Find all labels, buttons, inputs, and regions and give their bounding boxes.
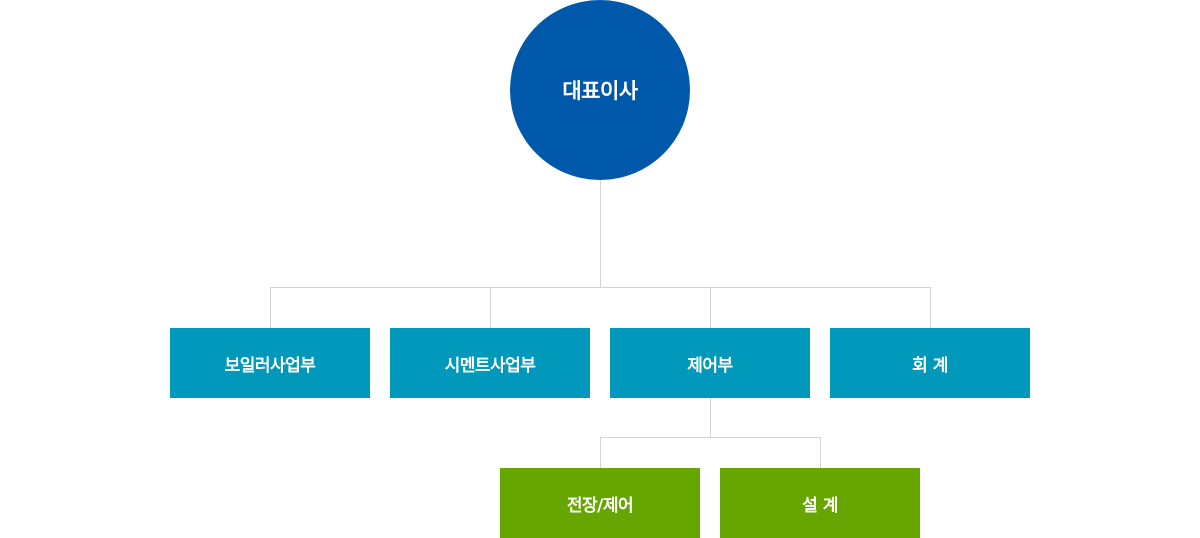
team-drop-line xyxy=(600,437,601,468)
team-design: 설 계 xyxy=(720,468,920,538)
department-drop-line xyxy=(270,287,271,328)
team-drop-line xyxy=(820,437,821,468)
department-drop-line xyxy=(710,287,711,328)
department-label: 회 계 xyxy=(912,355,948,376)
team-electrical-control: 전장/제어 xyxy=(500,468,700,538)
team-label: 전장/제어 xyxy=(566,495,634,516)
department-control: 제어부 xyxy=(610,328,810,398)
department-drop-line xyxy=(930,287,931,328)
department-cement: 시멘트사업부 xyxy=(390,328,590,398)
department-drop-line xyxy=(490,287,491,328)
team-bus-line xyxy=(600,437,821,438)
ceo-label: 대표이사 xyxy=(562,79,638,103)
department-boiler: 보일러사업부 xyxy=(170,328,370,398)
team-label: 설 계 xyxy=(802,495,838,516)
ceo-node: 대표이사 xyxy=(510,0,690,180)
department-label: 시멘트사업부 xyxy=(444,355,536,376)
ceo-connector-line xyxy=(600,180,601,288)
department-label: 제어부 xyxy=(687,355,733,376)
department-accounting: 회 계 xyxy=(830,328,1030,398)
team-connector-line xyxy=(710,398,711,438)
department-bus-line xyxy=(270,287,931,288)
department-label: 보일러사업부 xyxy=(224,355,316,376)
